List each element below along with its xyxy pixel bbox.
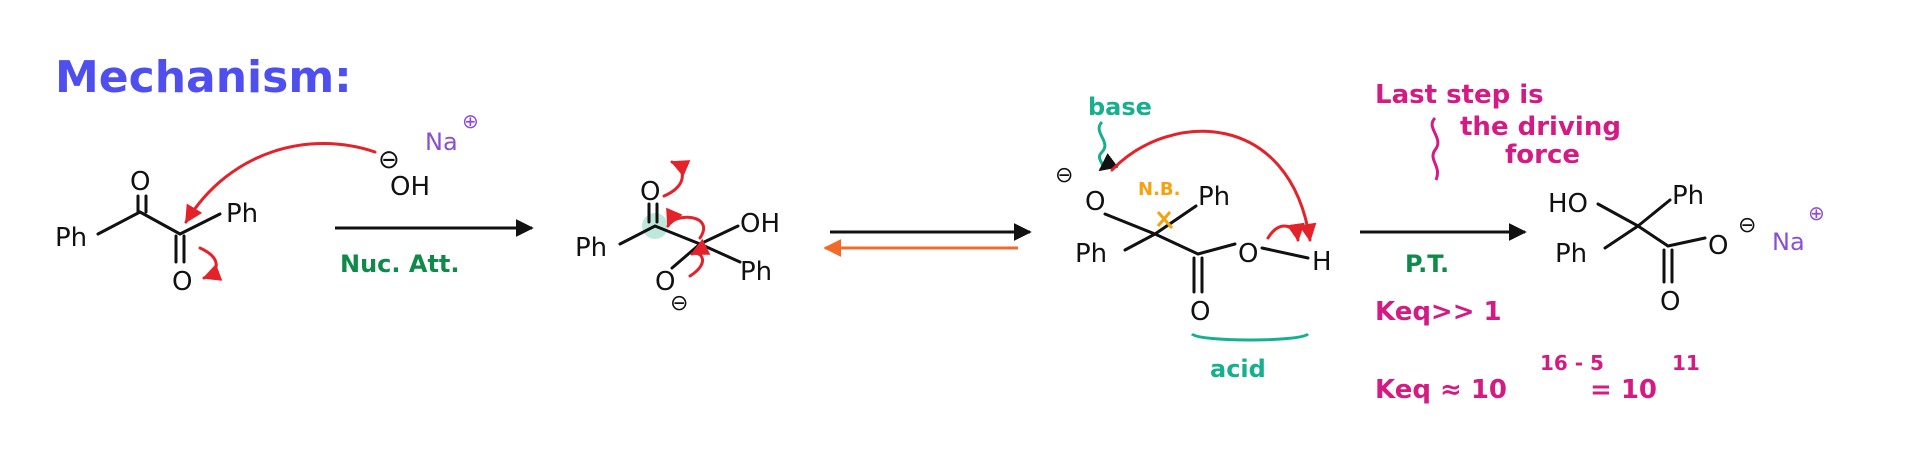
driving-force-line3: force — [1505, 140, 1580, 170]
intermediate2-co-double — [1192, 256, 1204, 294]
base-label: base — [1088, 93, 1152, 121]
intermediate-co-double — [647, 202, 659, 224]
hydroxide-plus: ⊕ — [462, 109, 479, 133]
rearranged-intermediate: base ⊖ O N.B. Ph Ph O H O acid — [1055, 93, 1332, 383]
hydroxide: ⊖ OH Na ⊕ — [378, 109, 479, 202]
base-squiggle-arrow — [1097, 120, 1119, 172]
intermediate-side-bonds — [670, 242, 742, 270]
hydroxide-oh: OH — [390, 172, 430, 202]
product-o-right: O — [1708, 231, 1728, 261]
product-na: Na — [1772, 228, 1805, 256]
hydroxide-na: Na — [425, 128, 458, 156]
reactant-ph-right: Ph — [226, 199, 258, 229]
nucleophile-attack-arrow — [184, 142, 377, 224]
alkoxide-push-arrow — [688, 238, 711, 278]
intermediate-o-bottom: O — [655, 267, 675, 297]
migration-arrow — [666, 207, 705, 240]
step1-label: Nuc. Att. — [340, 250, 460, 278]
proton-transfer-arrow — [1110, 129, 1317, 242]
tetrahedral-intermediate: O OH Ph Ph O ⊖ — [575, 160, 780, 316]
reactant-ph-left: Ph — [55, 223, 87, 253]
driving-force-line2: the driving — [1460, 112, 1621, 142]
product-ho: HO — [1548, 189, 1588, 219]
product-bonds — [1596, 198, 1707, 250]
acid-label: acid — [1210, 355, 1266, 383]
intermediate-oh: OH — [740, 209, 780, 239]
intermediate-minus: ⊖ — [670, 291, 688, 316]
product-plus: ⊕ — [1808, 201, 1825, 225]
intermediate2-o-mid: O — [1238, 239, 1258, 269]
reactant-backbone-bond — [96, 210, 222, 236]
reactant-o-bottom: O — [172, 267, 192, 297]
intermediate2-ph-top: Ph — [1198, 182, 1230, 212]
intermediate-backbone-bond — [618, 224, 740, 246]
keq-prefix: Keq ≈ 10 — [1375, 375, 1507, 405]
hydroxide-minus: ⊖ — [378, 145, 400, 175]
intermediate2-o-bottom: O — [1190, 297, 1210, 327]
acid-brace — [1190, 332, 1310, 342]
oh-bond-arrow — [1266, 222, 1305, 242]
product-ph-top: Ph — [1672, 181, 1704, 211]
intermediate-ph-right: Ph — [740, 257, 772, 287]
keq-value: Keq ≈ 10 16 - 5 = 10 11 — [1375, 351, 1700, 405]
nb-cross-mark — [1156, 211, 1174, 229]
reactant-co-double-bottom — [174, 234, 186, 264]
reactant-co-double-top — [136, 194, 148, 214]
reform-carbonyl-arrow — [662, 160, 691, 198]
intermediate2-ph-left: Ph — [1075, 239, 1107, 269]
reactant-o-top: O — [130, 167, 150, 197]
keq-exp2: 11 — [1672, 351, 1700, 375]
reactant-benzil: Ph Ph O O — [55, 142, 377, 297]
intermediate-o-top: O — [640, 177, 660, 207]
driving-force-line1: Last step is — [1375, 80, 1544, 110]
intermediate-ph-left: Ph — [575, 233, 607, 263]
product-ph-left: Ph — [1555, 239, 1587, 269]
intermediate2-minus: ⊖ — [1055, 163, 1073, 188]
product-minus: ⊖ — [1738, 213, 1756, 238]
page-title: Mechanism: — [55, 52, 352, 103]
product-co-double — [1662, 248, 1674, 284]
driving-force-squiggle — [1430, 116, 1440, 181]
intermediate2-h: H — [1312, 247, 1332, 277]
carbonyl-push-arrow — [198, 246, 223, 281]
product-o-bottom: O — [1660, 287, 1680, 317]
driving-force-note: Last step is the driving force — [1375, 80, 1621, 181]
keq-exp1: 16 - 5 — [1540, 351, 1604, 375]
nb-label: N.B. — [1138, 179, 1180, 200]
keq-much-greater: Keq>> 1 — [1375, 297, 1502, 327]
intermediate2-bonds — [1103, 204, 1310, 260]
product-benzilate: HO Ph Ph O ⊖ O Na ⊕ — [1548, 181, 1825, 317]
intermediate2-o-left: O — [1085, 187, 1105, 217]
keq-mid: = 10 — [1590, 375, 1657, 405]
step3-label: P.T. — [1405, 250, 1449, 278]
